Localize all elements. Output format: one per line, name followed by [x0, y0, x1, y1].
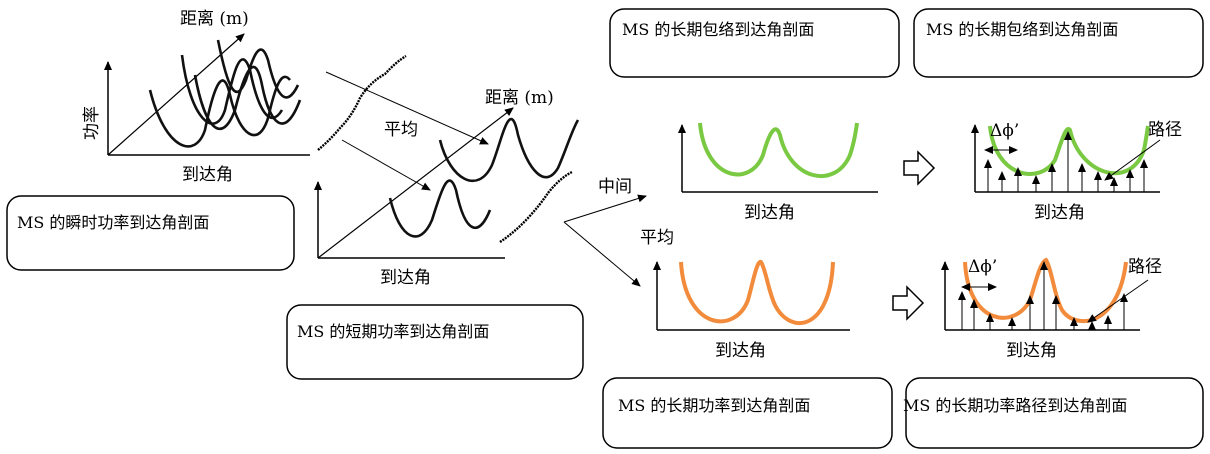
delta-phi-bottom: Δϕ’	[968, 257, 997, 277]
distance-axis	[107, 33, 245, 156]
average-label-1: 平均	[384, 120, 418, 140]
box-envelope-a: MS 的长期包络到达角剖面	[609, 8, 900, 78]
long-power-panel: 到达角	[653, 259, 850, 361]
long-path-arrows	[958, 261, 1128, 330]
env-path-curve	[988, 125, 1150, 176]
box-short-term: MS 的短期功率到达角剖面	[286, 304, 584, 380]
instant-profile-4	[216, 39, 300, 99]
box-long-path: MS 的长期功率路径到达角剖面	[903, 377, 1204, 449]
box-envelope-b: MS 的长期包络到达角剖面	[913, 8, 1204, 78]
short-distance-axis	[317, 107, 514, 259]
envelope-curve	[698, 122, 859, 179]
box-instant: MS 的瞬时功率到达角剖面	[6, 195, 295, 271]
path-label-top: 路径	[1148, 120, 1182, 140]
median-label: 中间	[598, 177, 632, 197]
box-long-power: MS 的长期功率到达角剖面	[602, 377, 893, 449]
short-aoa-label: 到达角	[380, 268, 431, 288]
box-instant-label: MS 的瞬时功率到达角剖面	[17, 213, 209, 232]
short-profile-1	[388, 179, 492, 238]
instant-profile-2	[180, 54, 284, 125]
bracket-1-icon	[317, 54, 407, 151]
path-label-bottom: 路径	[1128, 257, 1162, 277]
box-short-term-label: MS 的短期功率到达角剖面	[297, 322, 489, 341]
distance-label: 距离 (m)	[180, 9, 249, 29]
env-path-aoa-label: 到达角	[1034, 203, 1085, 223]
short-distance-label: 距离 (m)	[485, 88, 554, 108]
average-arrow	[563, 221, 641, 287]
long-path-panel: Δϕ’ 路径 到达角	[941, 257, 1162, 361]
average-label-2: 平均	[640, 228, 674, 248]
long-power-curve	[679, 259, 835, 325]
delta-phi-top: Δϕ’	[990, 121, 1019, 141]
short-profile-2	[438, 117, 580, 183]
envelope-aoa-label: 到达角	[744, 203, 795, 223]
box-envelope-b-label: MS 的长期包络到达角剖面	[926, 20, 1118, 39]
envelope-panel: 到达角	[678, 122, 878, 223]
power-axis-label: 功率	[82, 106, 102, 140]
envelope-path-panel: Δϕ’ 路径 到达角	[971, 120, 1182, 223]
process-arrow-bottom-icon	[892, 285, 925, 321]
avg-arrow-bottom	[341, 139, 431, 191]
path-pointer-bottom	[1087, 279, 1149, 323]
long-path-aoa-label: 到达角	[1006, 341, 1057, 361]
instant-panel: 距离 (m) 功率 到达角	[82, 9, 310, 185]
box-long-power-label: MS 的长期功率到达角剖面	[618, 396, 810, 415]
avg-arrow-top	[325, 71, 489, 145]
path-pointer-top	[1104, 139, 1161, 181]
bracket-2-icon	[499, 170, 573, 243]
box-envelope-a-label: MS 的长期包络到达角剖面	[622, 20, 814, 39]
env-path-arrows	[984, 131, 1148, 192]
short-term-panel: 距离 (m) 到达角	[314, 88, 580, 288]
instant-profile-1	[148, 75, 292, 148]
median-arrow	[563, 194, 647, 223]
long-aoa-label: 到达角	[715, 341, 766, 361]
box-long-path-label: MS 的长期功率路径到达角剖面	[903, 396, 1127, 415]
instant-aoa-label: 到达角	[182, 165, 233, 185]
process-arrow-top-icon	[903, 150, 936, 186]
